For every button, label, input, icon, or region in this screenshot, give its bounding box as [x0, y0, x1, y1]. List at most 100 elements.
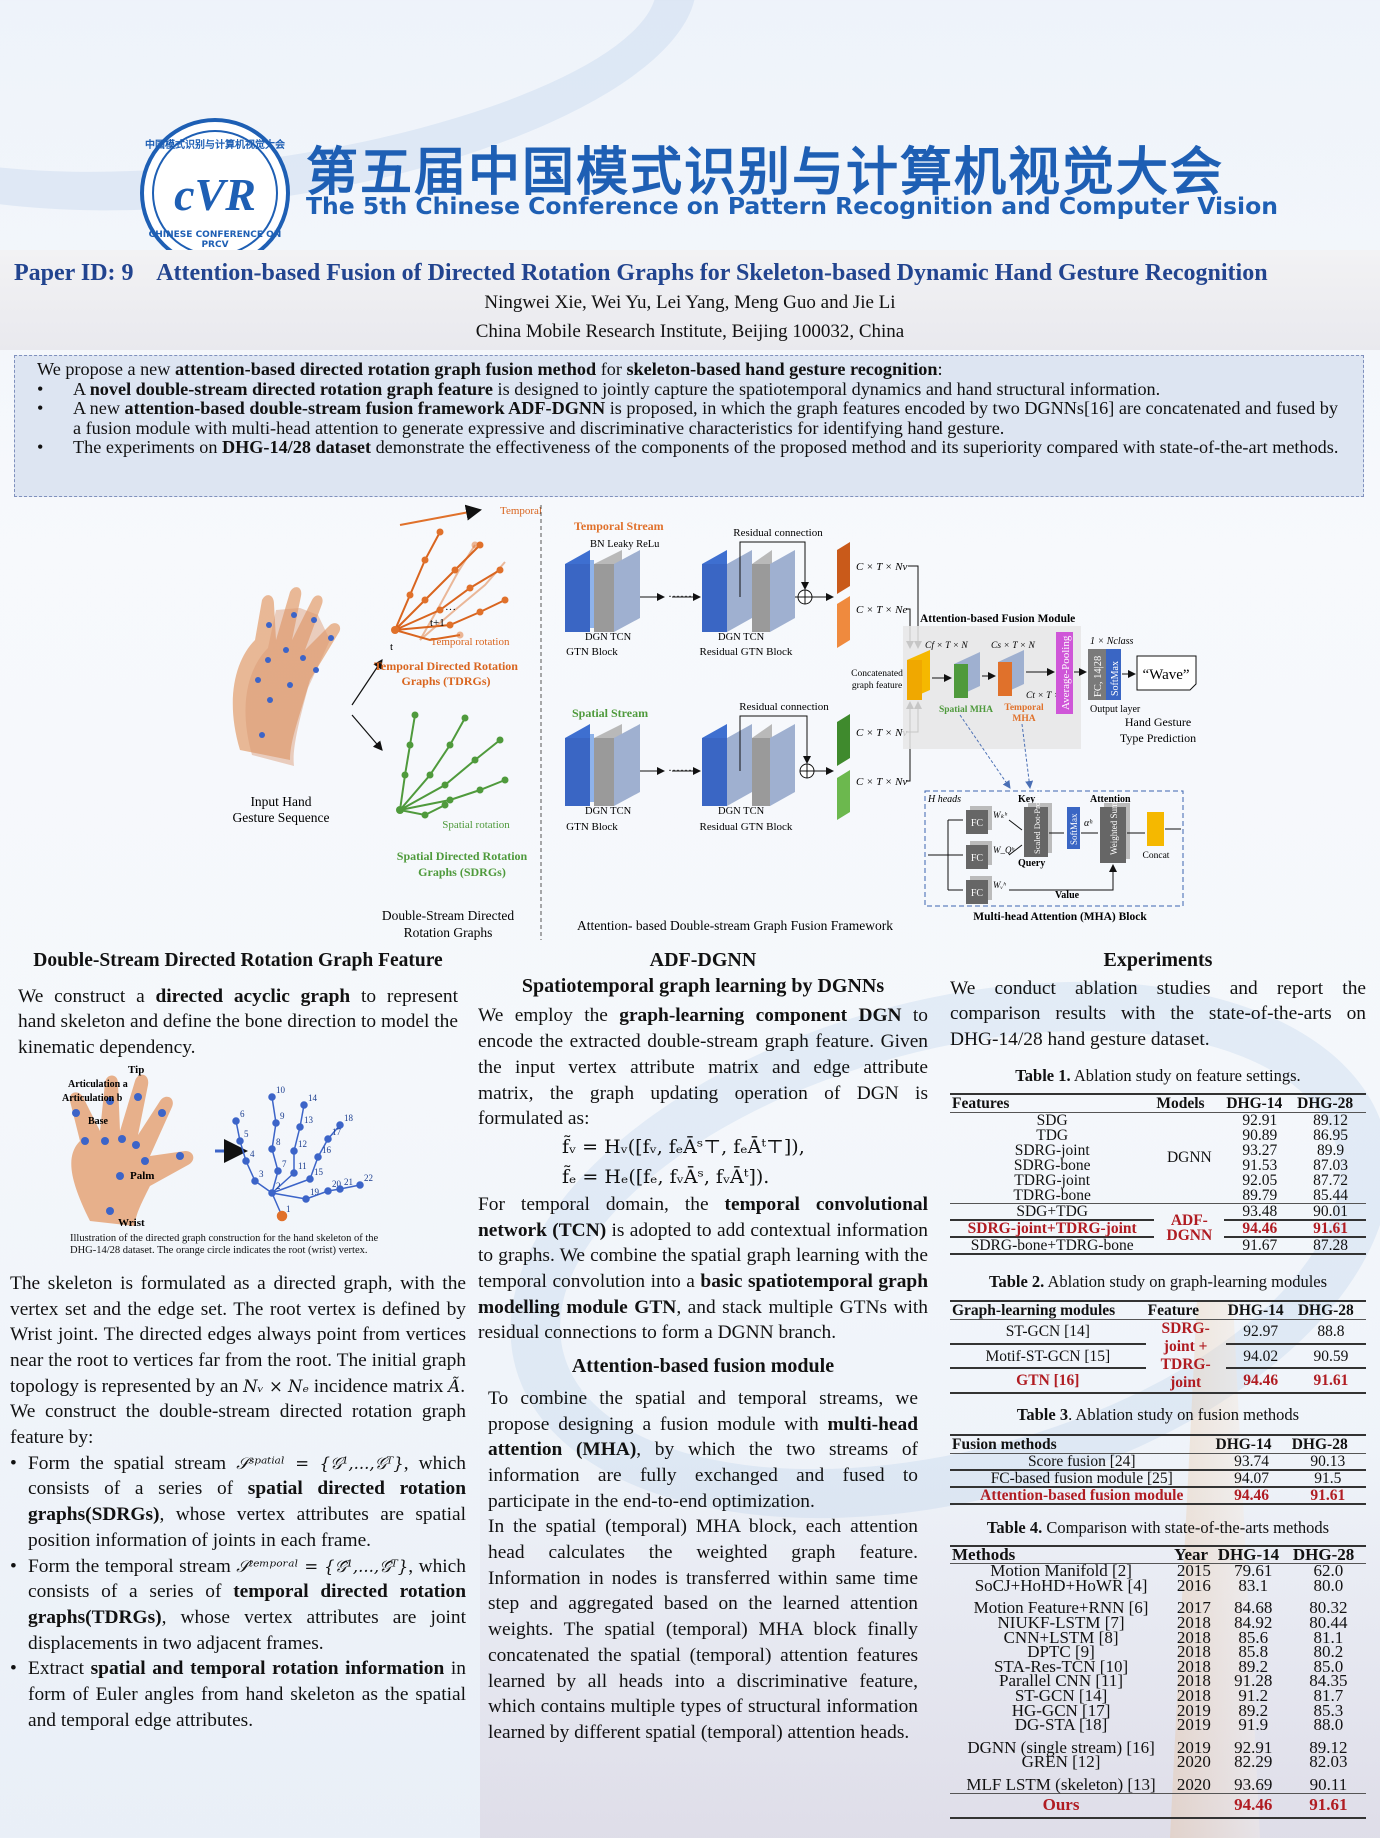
concat-feature-label: graph feature	[852, 680, 902, 691]
fc-label: FC	[971, 818, 984, 829]
dhg14-cell: 94.07	[1213, 1469, 1290, 1488]
bold-text: skeleton-based hand gesture recognition	[626, 359, 938, 379]
feature-cell: SDG	[1036, 1111, 1068, 1129]
year-cell: 2018	[1176, 1685, 1211, 1705]
graph-vertex	[268, 1189, 276, 1197]
dhg28-cell: 80.0	[1313, 1575, 1344, 1595]
subsection-heading: Attention-based fusion module	[571, 1355, 835, 1378]
residual-gtn-block-temporal	[702, 550, 795, 632]
framework-figure: Input Hand Gesture Sequence Temporal t t…	[232, 504, 1197, 940]
weight-label: Wᵥʰ	[993, 880, 1006, 890]
math-text: Ã	[448, 1376, 461, 1396]
input-label: Input Hand	[250, 794, 311, 809]
year-cell: 2018	[1176, 1671, 1211, 1691]
table-caption-text: Ablation study on graph-learning modules	[1047, 1271, 1328, 1291]
abstract-bullet: The experiments on DHG-14/28 dataset dem…	[37, 437, 1349, 458]
bullet-item: Form the temporal stream 𝒮ᵗᵉᵐᵖᵒʳᵃˡ = {𝒢̂…	[10, 1554, 466, 1657]
dhg14-cell: 94.46	[1213, 1486, 1290, 1505]
dhg28-cell: 80.32	[1309, 1598, 1348, 1618]
graph-vertex	[242, 1157, 250, 1165]
method-cell: STA-Res-TCN [10]	[993, 1656, 1129, 1676]
softmax-block	[1067, 807, 1080, 849]
spatial-mha-block	[954, 664, 968, 698]
column-header: DHG-28	[1295, 1300, 1366, 1321]
logo-mark: cVR	[174, 169, 256, 220]
dhg14-cell: 92.91	[1234, 1737, 1273, 1757]
dhg14-cell: 79.61	[1234, 1561, 1273, 1581]
column-header: DHG-14	[1224, 1092, 1296, 1113]
column-header: DHG-28	[1295, 1092, 1366, 1113]
bold-text: novel double-stream directed rotation gr…	[89, 378, 493, 399]
dhg14-cell: 93.48	[1224, 1202, 1296, 1221]
temporal-mha-label: MHA	[1012, 714, 1035, 724]
left-column: Double-Stream Directed Rotation Graph Fe…	[10, 948, 466, 1733]
column-header: Feature	[1145, 1300, 1226, 1321]
spatial-graph	[399, 714, 506, 817]
graph-vertex	[336, 1121, 344, 1129]
text-run: A new	[73, 398, 125, 418]
weight-label: W_Qʰ	[993, 845, 1014, 855]
dhg28-cell: 84.35	[1309, 1671, 1348, 1691]
feature-cell: TDRG-bone	[1013, 1186, 1091, 1204]
model-cell: DGNN	[1166, 1149, 1212, 1167]
gtn-block-label: GTN Block	[566, 646, 618, 658]
scaled-dot-product-block	[1024, 807, 1048, 857]
graph-vertex	[232, 1117, 240, 1125]
math-text: Nᵥ × Nₑ	[243, 1376, 309, 1396]
vertex-index-label: 4	[250, 1149, 255, 1159]
dhg14-cell: 94.46	[1215, 1792, 1291, 1820]
dhg28-cell: 91.61	[1295, 1219, 1366, 1238]
dhg28-cell: 91.5	[1289, 1469, 1366, 1488]
dhg14-cell: 84.92	[1234, 1613, 1273, 1632]
affiliation: China Mobile Research Institute, Beijing…	[475, 321, 905, 342]
conference-logo: 中国模式识别与计算机视觉大会 cVR CHINESE CONFERENCE ON…	[140, 118, 290, 268]
sdrg-label: Graphs (SDRGs)	[418, 865, 506, 879]
text-run: We employ the	[478, 1005, 620, 1027]
temporal-graph-nodes	[391, 528, 509, 639]
feature-cell: SDRG-joint + TDRG-joint	[1145, 1319, 1226, 1395]
method-cell: Motion Manifold [2]	[990, 1561, 1132, 1581]
graph-edge	[293, 1126, 301, 1151]
column-header: DHG-14	[1213, 1433, 1290, 1454]
table-label: Table 3	[1016, 1405, 1069, 1425]
spatial-graph-nodes	[396, 711, 509, 819]
bn-leaky-label: BN Leaky ReLu	[590, 539, 660, 550]
method-cell: DG-STA [18]	[1014, 1715, 1108, 1735]
text-run: in form of Euler angles from hand skelet…	[28, 1658, 466, 1731]
feature-cell: TDRG-joint	[1014, 1171, 1091, 1189]
dim-label: C × T × Nv	[856, 561, 907, 573]
dhg14-cell: 93.74	[1213, 1453, 1290, 1471]
graph-vertex	[324, 1135, 332, 1143]
equation: f̃ᵥ = Hᵥ([fᵥ, fₑĀˢ⊤, fₑĀᵗ⊤]),	[562, 1135, 805, 1158]
text-run: , whose vertex attributes are joint disp…	[28, 1606, 466, 1654]
dhg14-cell: 91.67	[1224, 1236, 1296, 1255]
text-run: Extract	[28, 1658, 91, 1680]
tdrg-label: Graphs (TDRGs)	[401, 674, 490, 688]
background-cityscape	[480, 1450, 1380, 1838]
graph-vertex	[300, 1101, 308, 1109]
method-cell: Ours	[950, 1792, 1173, 1820]
figure-caption: Illustration of the directed graph const…	[70, 1232, 379, 1256]
fusion-module-label: Attention-based Fusion Module	[920, 613, 1075, 625]
temporal-stream-label: Temporal Stream	[574, 519, 664, 533]
output-layer-label: Output layer	[1090, 704, 1141, 715]
table-caption-text: Comparison with state-of-the-arts method…	[1046, 1517, 1330, 1537]
dhg28-cell: 90.11	[1309, 1774, 1348, 1794]
module-cell: Motif-ST-GCN [15]	[950, 1343, 1146, 1370]
method-cell: HG-GCN [17]	[1011, 1700, 1111, 1720]
fc-label: FC, 14|28	[1093, 656, 1104, 697]
time-label: ···	[445, 604, 456, 616]
dgn-tcn-label: DGN TCN	[585, 632, 632, 643]
text-run: demonstrate the effectiveness of the com…	[371, 437, 1339, 457]
conference-title-cn: 第五届中国模式识别与计算机视觉大会	[306, 143, 1225, 203]
vertex-index-label: 16	[322, 1145, 332, 1155]
dhg28-cell: 89.9	[1317, 1141, 1345, 1159]
method-cell: ST-GCN [14]	[1014, 1685, 1108, 1705]
tdrg-label: Temporal Directed Rotation	[374, 659, 518, 673]
vertex-index-label: 21	[344, 1177, 353, 1187]
